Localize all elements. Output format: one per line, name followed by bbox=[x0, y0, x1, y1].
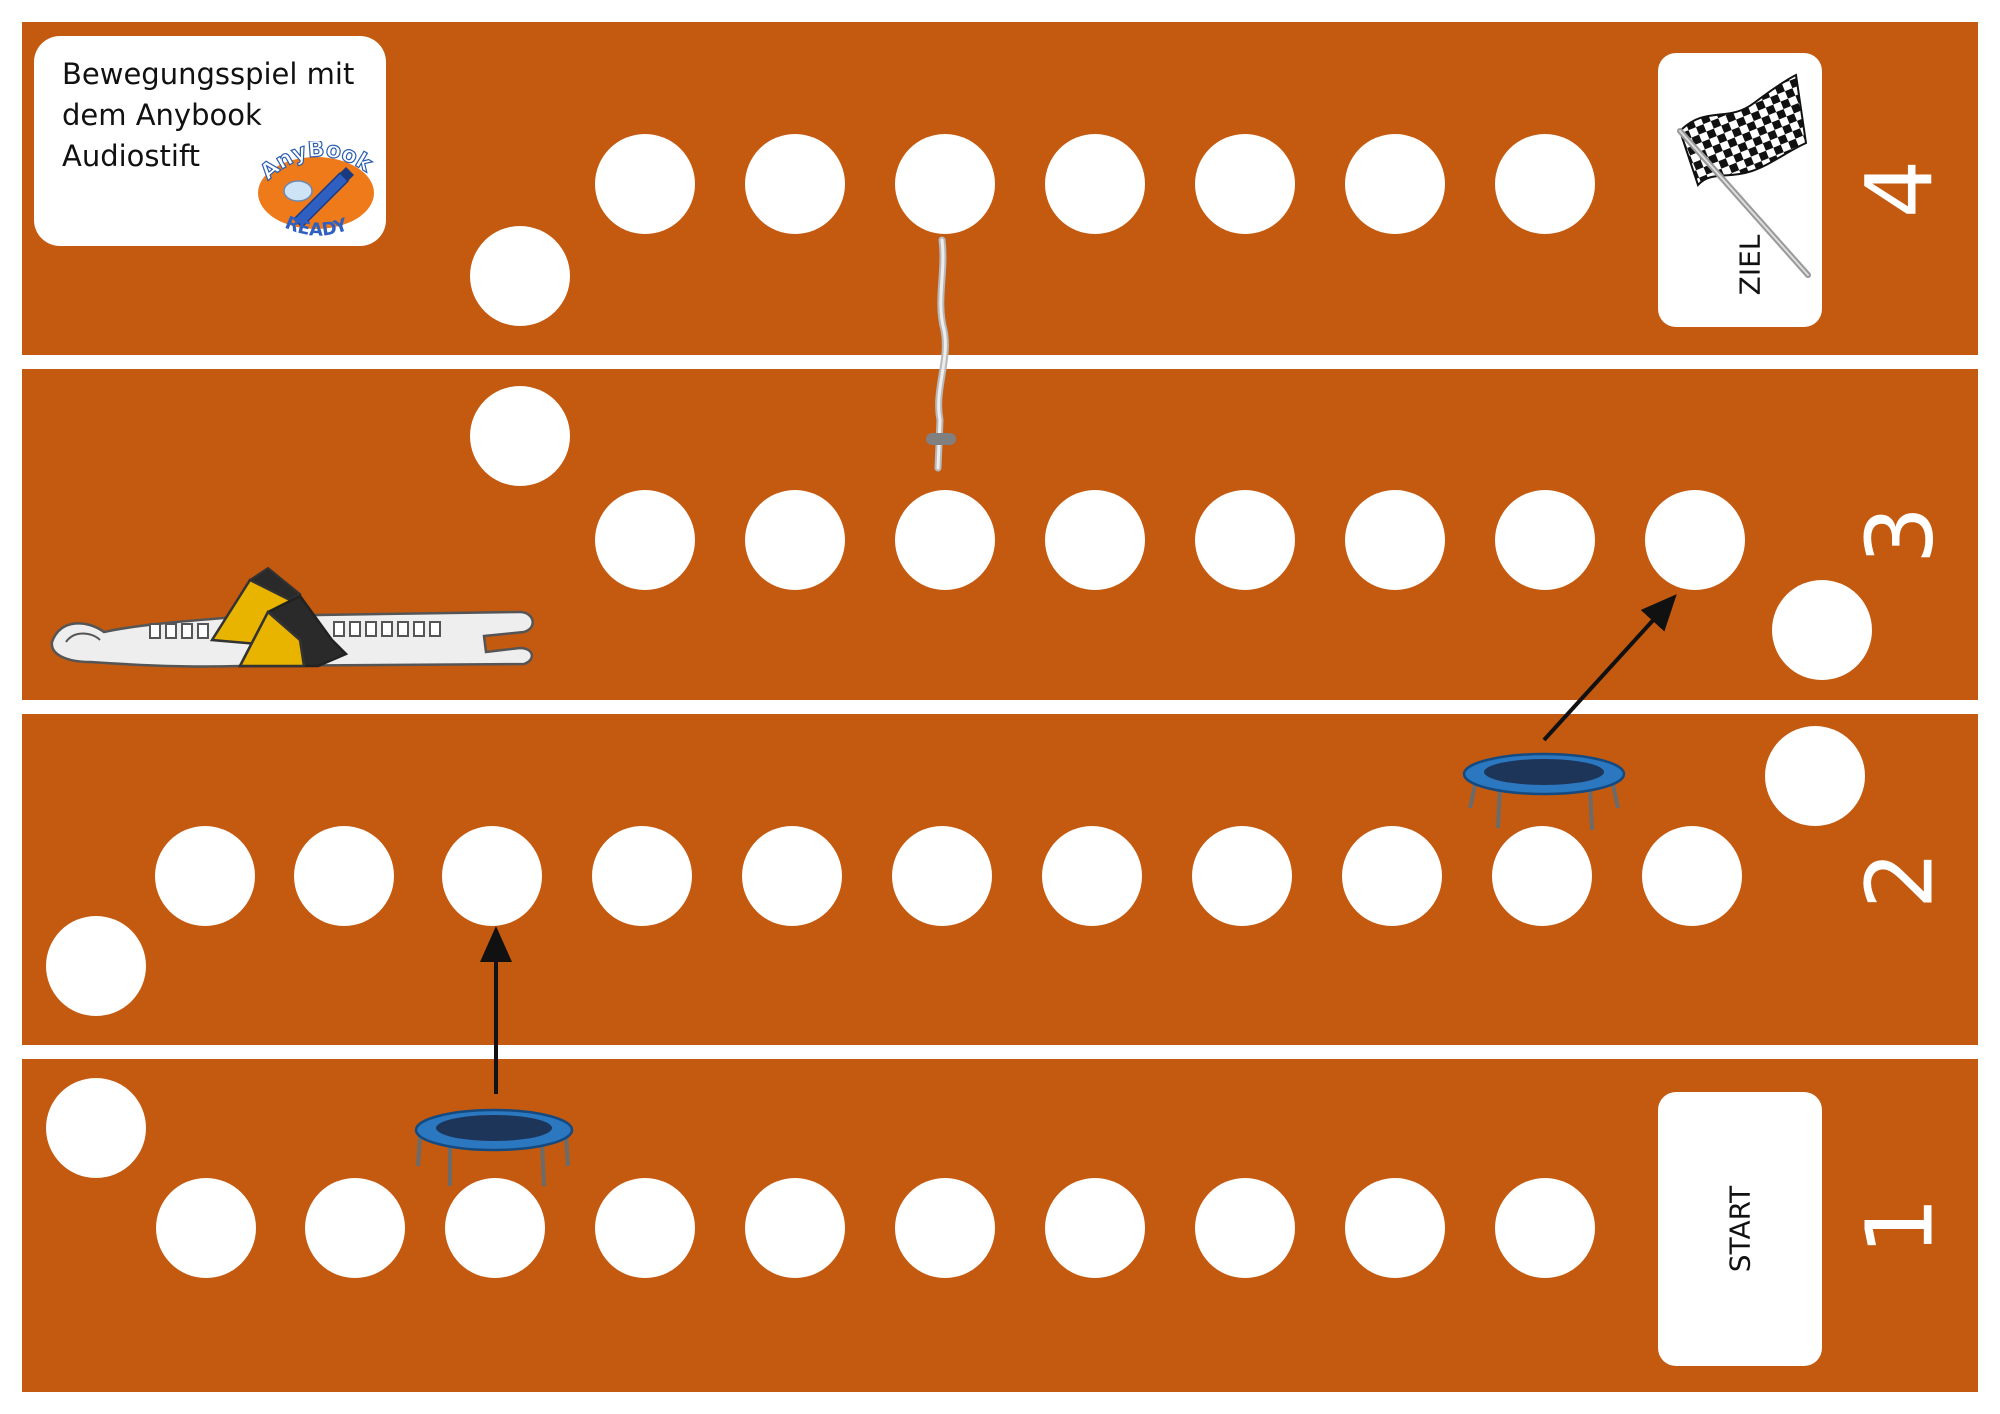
field-circle[interactable] bbox=[1492, 826, 1592, 926]
field-circle[interactable] bbox=[1495, 490, 1595, 590]
game-title: Bewegungsspiel mit dem Anybook Audiostif… bbox=[62, 54, 354, 177]
field-circle[interactable] bbox=[595, 1178, 695, 1278]
field-circle[interactable] bbox=[1195, 490, 1295, 590]
field-circle[interactable] bbox=[1772, 580, 1872, 680]
field-circle[interactable] bbox=[442, 826, 542, 926]
field-circle[interactable] bbox=[294, 826, 394, 926]
field-circle[interactable] bbox=[742, 826, 842, 926]
lane-number-4: 4 bbox=[1846, 159, 1954, 218]
lane-number-1: 1 bbox=[1846, 1196, 1954, 1255]
field-circle[interactable] bbox=[1645, 490, 1745, 590]
checkered-flag-icon bbox=[1677, 73, 1811, 278]
field-circle[interactable] bbox=[1045, 134, 1145, 234]
field-circle[interactable] bbox=[1345, 134, 1445, 234]
field-circle[interactable] bbox=[892, 826, 992, 926]
field-circle[interactable] bbox=[470, 226, 570, 326]
field-circle[interactable] bbox=[1195, 134, 1295, 234]
field-circle[interactable] bbox=[895, 490, 995, 590]
title-line-3: Audiostift bbox=[62, 139, 201, 173]
field-circle[interactable] bbox=[1642, 826, 1742, 926]
field-circle[interactable] bbox=[305, 1178, 405, 1278]
field-circle[interactable] bbox=[745, 1178, 845, 1278]
field-circle[interactable] bbox=[46, 916, 146, 1016]
title-card: Bewegungsspiel mit dem Anybook Audiostif… bbox=[34, 36, 386, 246]
field-circle[interactable] bbox=[155, 826, 255, 926]
field-circle[interactable] bbox=[595, 490, 695, 590]
lane-number-3: 3 bbox=[1846, 505, 1954, 564]
field-circle[interactable] bbox=[1495, 134, 1595, 234]
field-circle[interactable] bbox=[745, 134, 845, 234]
field-circle[interactable] bbox=[592, 826, 692, 926]
start-label: START bbox=[1723, 1185, 1757, 1273]
field-circle[interactable] bbox=[1042, 826, 1142, 926]
goal-label: ZIEL bbox=[1733, 234, 1767, 296]
title-line-2: dem Anybook bbox=[62, 98, 262, 132]
goal-card: ZIEL bbox=[1658, 53, 1822, 327]
field-circle[interactable] bbox=[595, 134, 695, 234]
start-card: START bbox=[1658, 1092, 1822, 1366]
field-circle[interactable] bbox=[895, 134, 995, 234]
field-circle[interactable] bbox=[445, 1178, 545, 1278]
field-circle[interactable] bbox=[46, 1078, 146, 1178]
title-line-1: Bewegungsspiel mit bbox=[62, 57, 355, 91]
field-circle[interactable] bbox=[1195, 1178, 1295, 1278]
field-circle[interactable] bbox=[1765, 726, 1865, 826]
field-circle[interactable] bbox=[1345, 490, 1445, 590]
field-circle[interactable] bbox=[1342, 826, 1442, 926]
field-circle[interactable] bbox=[1045, 490, 1145, 590]
field-circle[interactable] bbox=[470, 386, 570, 486]
field-circle[interactable] bbox=[1192, 826, 1292, 926]
lane-number-2: 2 bbox=[1846, 850, 1954, 909]
field-circle[interactable] bbox=[745, 490, 845, 590]
field-circle[interactable] bbox=[156, 1178, 256, 1278]
field-circle[interactable] bbox=[1345, 1178, 1445, 1278]
anybook-logo-icon: AnyBook READY bbox=[255, 141, 378, 241]
field-circle[interactable] bbox=[895, 1178, 995, 1278]
field-circle[interactable] bbox=[1495, 1178, 1595, 1278]
field-circle[interactable] bbox=[1045, 1178, 1145, 1278]
